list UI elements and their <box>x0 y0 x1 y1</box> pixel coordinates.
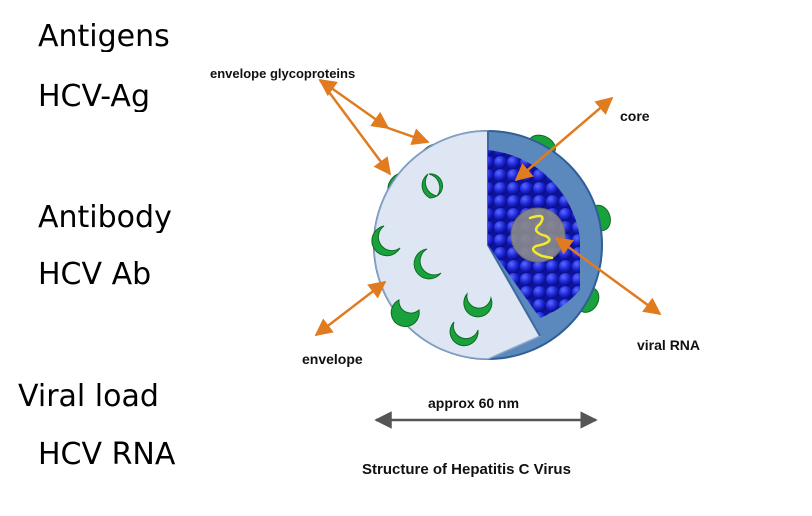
rna-strand <box>528 214 554 260</box>
label-envelope-glycoproteins: envelope glycoproteins <box>210 66 356 81</box>
label-envelope: envelope <box>302 351 363 367</box>
envelope-cutaway <box>373 130 542 360</box>
label-viral-rna: viral RNA <box>637 337 701 353</box>
arrow-envelope <box>314 280 387 337</box>
label-scale: approx 60 nm <box>428 395 520 411</box>
arrow-viral-rna <box>554 236 662 316</box>
antibody-heading: Antibody <box>38 203 172 233</box>
annotation-arrows <box>314 78 662 337</box>
arrow-core <box>514 96 614 182</box>
arrow-glycoprotein-2 <box>387 126 430 146</box>
diagram-caption: Structure of Hepatitis C Virus <box>362 461 571 478</box>
arrow-glycoprotein-1 <box>318 78 390 130</box>
envelope-glycoproteins-inner <box>371 173 493 347</box>
rna-region <box>510 207 566 263</box>
hcv-ag-item: HCV-Ag <box>38 82 151 112</box>
arrow-glycoprotein-3 <box>318 79 392 176</box>
label-core: core <box>620 108 650 124</box>
antigens-heading: Antigens <box>38 22 170 52</box>
hcv-ab-item: HCV Ab <box>38 260 152 290</box>
viral-load-heading: Viral load <box>18 382 159 412</box>
hcv-rna-item: HCV RNA <box>38 440 176 470</box>
